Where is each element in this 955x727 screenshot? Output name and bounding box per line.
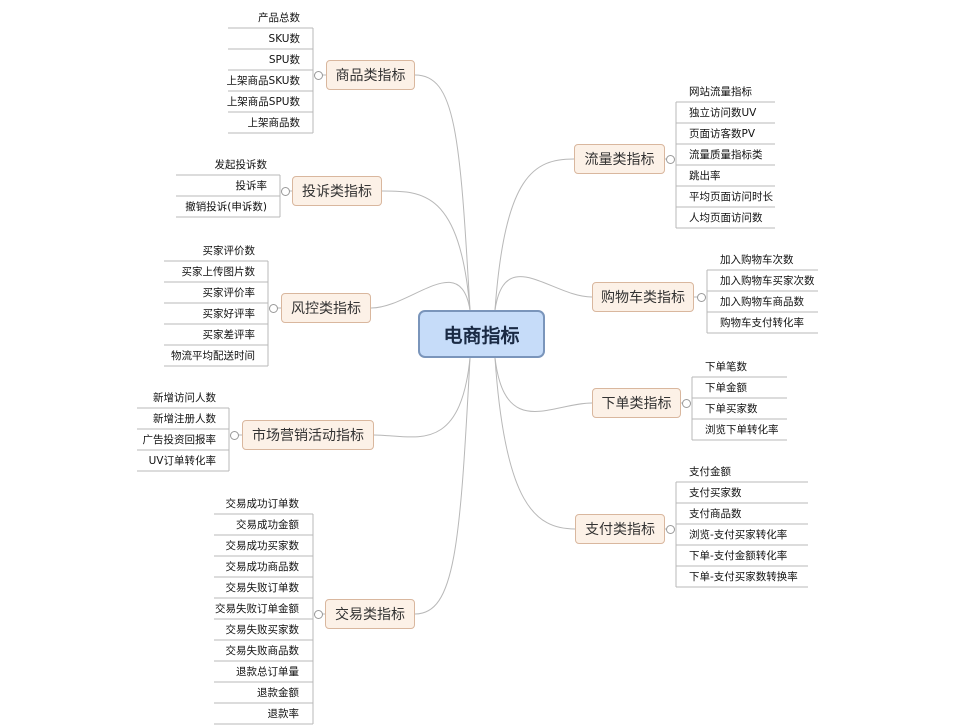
branch-node-risk[interactable]: 风控类指标 bbox=[281, 293, 371, 323]
collapse-toggle-complaint[interactable] bbox=[281, 187, 290, 196]
leaf-item-risk[interactable]: 买家上传图片数 bbox=[181, 266, 256, 278]
leaf-item-product[interactable]: SPU数 bbox=[268, 54, 300, 66]
connector-root-payment bbox=[494, 357, 576, 530]
connector-root-product bbox=[414, 74, 471, 311]
leaf-item-trade[interactable]: 退款率 bbox=[267, 708, 300, 720]
leaf-item-trade[interactable]: 交易成功金额 bbox=[236, 519, 299, 531]
leaf-item-trade[interactable]: 交易成功商品数 bbox=[225, 561, 300, 573]
leaf-item-marketing[interactable]: UV订单转化率 bbox=[148, 455, 216, 467]
leaf-item-product[interactable]: 上架商品SKU数 bbox=[226, 75, 300, 87]
branch-node-marketing[interactable]: 市场营销活动指标 bbox=[242, 420, 374, 450]
collapse-toggle-marketing[interactable] bbox=[230, 431, 239, 440]
leaf-item-trade[interactable]: 交易失败买家数 bbox=[225, 624, 300, 636]
leaf-item-cart[interactable]: 购物车支付转化率 bbox=[720, 317, 804, 329]
collapse-toggle-order[interactable] bbox=[682, 399, 691, 408]
leaf-item-traffic[interactable]: 流量质量指标类 bbox=[689, 149, 763, 161]
leaf-item-risk[interactable]: 买家评价率 bbox=[202, 287, 256, 299]
leaf-item-traffic[interactable]: 平均页面访问时长 bbox=[689, 191, 773, 203]
connector-root-risk bbox=[370, 281, 471, 311]
leaf-item-payment[interactable]: 下单-支付买家数转换率 bbox=[689, 571, 798, 583]
leaf-item-traffic[interactable]: 网站流量指标 bbox=[689, 86, 752, 98]
leaf-item-marketing[interactable]: 新增注册人数 bbox=[153, 413, 216, 425]
leaf-item-risk[interactable]: 买家评价数 bbox=[202, 245, 256, 257]
branch-node-product[interactable]: 商品类指标 bbox=[326, 60, 415, 90]
leaf-item-cart[interactable]: 加入购物车次数 bbox=[720, 254, 794, 266]
leaf-item-cart[interactable]: 加入购物车买家次数 bbox=[720, 275, 815, 287]
branch-node-traffic[interactable]: 流量类指标 bbox=[574, 144, 665, 174]
leaf-item-order[interactable]: 下单笔数 bbox=[705, 361, 747, 373]
leaf-item-order[interactable]: 下单金额 bbox=[705, 382, 747, 394]
leaf-item-complaint[interactable]: 投诉率 bbox=[235, 180, 268, 192]
leaf-item-trade[interactable]: 交易成功买家数 bbox=[225, 540, 300, 552]
branch-node-order[interactable]: 下单类指标 bbox=[592, 388, 681, 418]
leaf-item-product[interactable]: 上架商品数 bbox=[247, 117, 301, 129]
leaf-item-product[interactable]: 产品总数 bbox=[258, 12, 300, 24]
leaf-item-traffic[interactable]: 页面访客数PV bbox=[689, 128, 756, 140]
leaf-item-trade[interactable]: 交易成功订单数 bbox=[225, 498, 300, 510]
connector-root-cart bbox=[494, 276, 593, 311]
leaf-item-complaint[interactable]: 撤销投诉(申诉数) bbox=[185, 201, 267, 213]
leaf-item-marketing[interactable]: 新增访问人数 bbox=[153, 392, 216, 404]
leaf-item-payment[interactable]: 下单-支付金额转化率 bbox=[689, 550, 788, 562]
leaf-item-product[interactable]: 上架商品SPU数 bbox=[226, 96, 300, 108]
leaf-item-risk[interactable]: 买家差评率 bbox=[202, 329, 256, 341]
collapse-toggle-product[interactable] bbox=[314, 71, 323, 80]
leaf-item-trade[interactable]: 退款金额 bbox=[257, 687, 299, 699]
collapse-toggle-risk[interactable] bbox=[269, 304, 278, 313]
root-node[interactable]: 电商指标 bbox=[418, 310, 545, 358]
leaf-item-risk[interactable]: 物流平均配送时间 bbox=[171, 350, 255, 362]
leaf-item-marketing[interactable]: 广告投资回报率 bbox=[142, 434, 217, 446]
leaf-item-order[interactable]: 下单买家数 bbox=[705, 403, 758, 415]
leaf-item-complaint[interactable]: 发起投诉数 bbox=[214, 159, 268, 171]
connector-root-trade bbox=[414, 357, 471, 615]
branch-node-complaint[interactable]: 投诉类指标 bbox=[292, 176, 382, 206]
connector-root-complaint bbox=[381, 190, 471, 311]
collapse-toggle-cart[interactable] bbox=[697, 293, 706, 302]
leaf-item-traffic[interactable]: 独立访问数UV bbox=[689, 107, 757, 119]
connector-root-order bbox=[494, 357, 593, 412]
leaf-item-traffic[interactable]: 跳出率 bbox=[689, 170, 721, 182]
connector-root-marketing bbox=[373, 357, 471, 438]
leaf-item-payment[interactable]: 支付买家数 bbox=[689, 487, 742, 499]
collapse-toggle-payment[interactable] bbox=[666, 525, 675, 534]
branch-node-cart[interactable]: 购物车类指标 bbox=[592, 282, 694, 312]
leaf-item-traffic[interactable]: 人均页面访问数 bbox=[689, 212, 763, 224]
leaf-item-payment[interactable]: 浏览-支付买家转化率 bbox=[689, 529, 788, 541]
leaf-item-payment[interactable]: 支付商品数 bbox=[689, 508, 742, 520]
leaf-item-trade[interactable]: 退款总订单量 bbox=[236, 666, 299, 678]
collapse-toggle-traffic[interactable] bbox=[666, 155, 675, 164]
leaf-item-trade[interactable]: 交易失败订单金额 bbox=[215, 603, 299, 615]
leaf-item-product[interactable]: SKU数 bbox=[268, 33, 300, 45]
leaf-item-trade[interactable]: 交易失败商品数 bbox=[225, 645, 300, 657]
leaf-item-order[interactable]: 浏览下单转化率 bbox=[705, 424, 779, 436]
leaf-item-cart[interactable]: 加入购物车商品数 bbox=[720, 296, 804, 308]
leaf-item-trade[interactable]: 交易失败订单数 bbox=[225, 582, 300, 594]
collapse-toggle-trade[interactable] bbox=[314, 610, 323, 619]
connector-root-traffic bbox=[494, 158, 575, 311]
leaf-item-risk[interactable]: 买家好评率 bbox=[202, 308, 256, 320]
branch-node-trade[interactable]: 交易类指标 bbox=[325, 599, 415, 629]
branch-node-payment[interactable]: 支付类指标 bbox=[575, 514, 665, 544]
leaf-item-payment[interactable]: 支付金额 bbox=[689, 466, 731, 478]
